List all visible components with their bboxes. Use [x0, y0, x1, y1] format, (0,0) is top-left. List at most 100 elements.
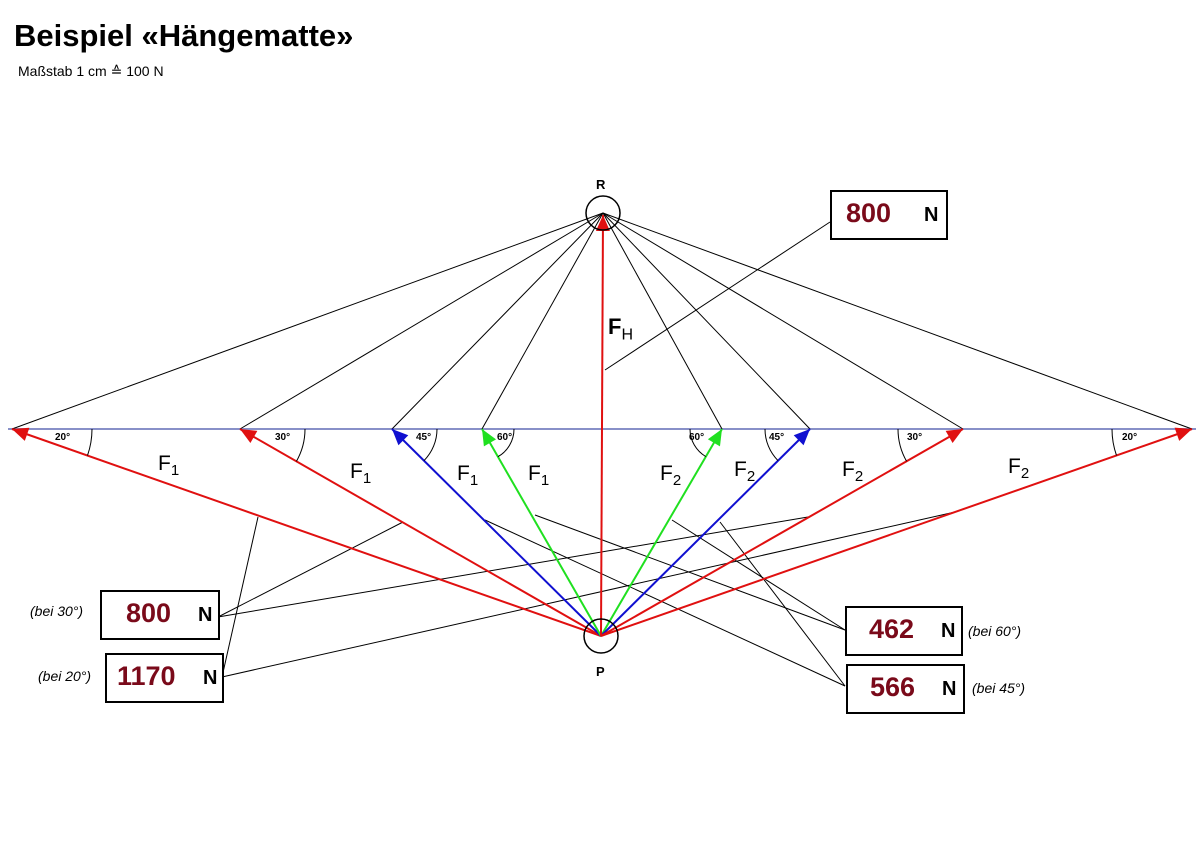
leader-line — [221, 511, 956, 678]
leader-line — [604, 221, 831, 371]
force-label: F2 — [660, 462, 681, 489]
leader-line — [221, 516, 259, 678]
angle-label: 45° — [416, 432, 432, 443]
rope-line — [391, 212, 604, 430]
result-box-fh: 800 N — [830, 190, 948, 240]
unit: N — [924, 204, 939, 226]
fh-label: FH — [608, 314, 633, 344]
angle-arc — [423, 428, 438, 462]
note-45: (bei 45°) — [972, 680, 1026, 696]
angle-arc — [689, 428, 707, 458]
force-arrow — [11, 428, 602, 637]
angle-label: 60° — [497, 432, 513, 443]
force-letter: F — [158, 452, 171, 475]
force-arrow-head — [12, 427, 30, 441]
value: 800 — [126, 598, 172, 628]
value: 566 — [870, 672, 916, 702]
rope-line — [239, 212, 604, 430]
force-sub: 2 — [854, 468, 864, 486]
leader-line — [217, 516, 809, 618]
force-arrow — [481, 428, 602, 637]
force-arrow — [600, 428, 723, 637]
fh-sub: H — [621, 326, 634, 344]
rope-line — [602, 212, 723, 430]
angle-arc — [295, 428, 306, 462]
fh-arrow-head — [595, 215, 610, 232]
result-box-45: 566 N — [846, 664, 965, 714]
force-arrow — [600, 428, 1193, 637]
leader-line — [484, 519, 846, 687]
force-label: F1 — [528, 462, 549, 489]
force-sub: 1 — [469, 472, 479, 490]
rope-line — [602, 212, 1193, 430]
angle-label: 20° — [1122, 432, 1138, 443]
angle-label: 45° — [769, 432, 785, 443]
force-sub: 2 — [1020, 465, 1030, 483]
point-r-label: R — [596, 177, 606, 192]
force-arrow — [600, 428, 811, 637]
force-label: F1 — [158, 452, 179, 479]
force-sub: 1 — [362, 470, 372, 488]
result-box-20: 1170 N — [105, 653, 224, 703]
angle-label: 30° — [907, 432, 923, 443]
angle-arc — [497, 428, 515, 458]
force-arrow-head — [945, 429, 963, 444]
angle-arc — [1111, 428, 1117, 456]
leader-line — [719, 521, 846, 687]
leader-line — [534, 514, 846, 631]
leader-line — [217, 521, 404, 618]
value: 462 — [869, 614, 915, 644]
note-20: (bei 20°) — [38, 668, 92, 684]
force-letter: F — [350, 460, 363, 483]
force-arrow-head — [392, 429, 409, 446]
force-letter: F — [842, 458, 855, 481]
force-arrow — [600, 428, 964, 637]
angle-label: 30° — [275, 432, 291, 443]
force-label: F1 — [350, 460, 371, 487]
force-letter: F — [734, 458, 747, 481]
force-arrow-head — [793, 429, 810, 446]
unit: N — [942, 678, 957, 700]
point-r-circle — [585, 195, 621, 231]
force-sub: 2 — [746, 468, 756, 486]
rope-line — [11, 212, 604, 430]
force-sub: 1 — [540, 472, 550, 490]
unit: N — [941, 620, 956, 642]
angle-arc — [897, 428, 908, 462]
unit: N — [203, 667, 218, 689]
value: 1170 — [117, 661, 176, 691]
angle-label: 60° — [689, 432, 705, 443]
force-sub: 2 — [672, 472, 682, 490]
angle-label: 20° — [55, 432, 71, 443]
fh-letter: F — [608, 314, 622, 339]
force-label: F2 — [734, 458, 755, 485]
value: 800 — [846, 198, 892, 228]
result-box-30: 800 N — [100, 590, 220, 640]
force-letter: F — [1008, 455, 1021, 478]
rope-line — [481, 212, 604, 430]
point-p-label: P — [596, 664, 605, 679]
force-letter: F — [457, 462, 470, 485]
force-arrow — [391, 428, 602, 637]
force-sub: 1 — [170, 462, 180, 480]
fh-arrow — [600, 214, 604, 637]
rope-line — [602, 212, 811, 430]
note-30: (bei 30°) — [30, 603, 84, 619]
note-60: (bei 60°) — [968, 623, 1022, 639]
angle-arc — [87, 428, 93, 456]
force-label: F2 — [842, 458, 863, 485]
result-box-60: 462 N — [845, 606, 963, 656]
page-title: Beispiel «Hängematte» — [14, 18, 354, 53]
force-arrow-head — [1174, 427, 1192, 441]
scale-note: Maßstab 1 cm ≙ 100 N — [18, 63, 164, 79]
point-p-circle — [583, 618, 619, 654]
unit: N — [198, 604, 213, 626]
force-arrow-head — [482, 429, 497, 447]
force-arrow — [239, 428, 602, 637]
force-letter: F — [528, 462, 541, 485]
force-label: F2 — [1008, 455, 1029, 482]
force-arrow-head — [707, 429, 722, 447]
force-label: F1 — [457, 462, 478, 489]
